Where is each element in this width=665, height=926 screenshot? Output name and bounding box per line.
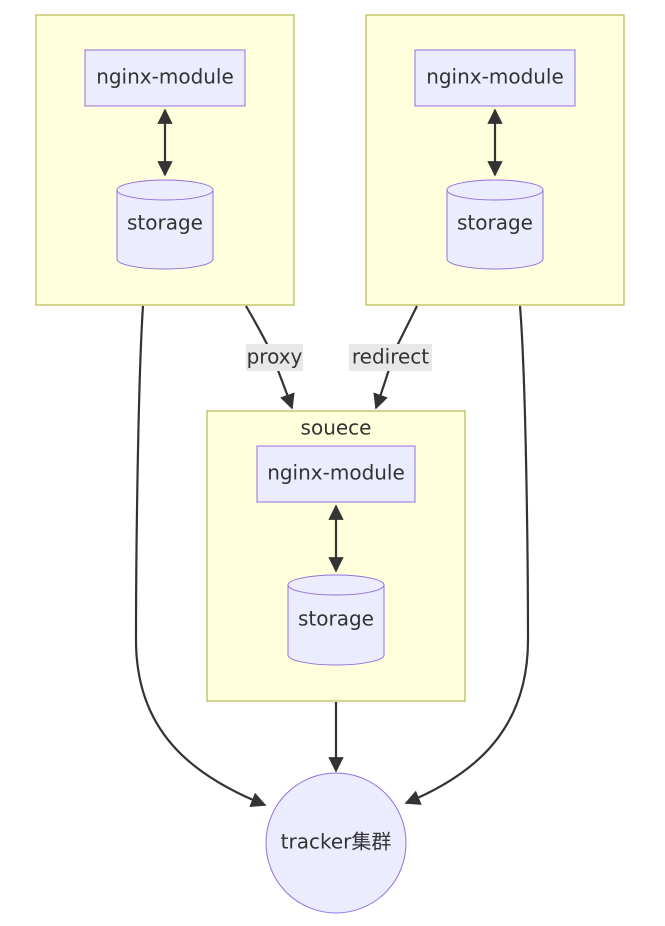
nginx-module-label: nginx-module	[267, 461, 405, 485]
left-to-tracker-edge	[134, 305, 267, 807]
nginx-module-label: nginx-module	[96, 65, 234, 89]
proxy-label: proxy	[246, 344, 303, 371]
storage-node-right: storage	[446, 179, 544, 270]
cluster-title: souece	[301, 416, 372, 440]
right-to-tracker-edge	[404, 305, 530, 805]
storage-label: storage	[298, 607, 374, 631]
redirect-label-text: redirect	[352, 345, 429, 369]
storage-node-souece: storage	[287, 574, 385, 666]
nginx-module-node-left: nginx-module	[84, 49, 246, 107]
cluster-left: nginx-module storage	[35, 14, 295, 306]
tracker-label: tracker集群	[281, 830, 392, 854]
storage-node-left: storage	[116, 179, 214, 270]
nginx-module-node-souece: nginx-module	[256, 445, 416, 503]
proxy-label-text: proxy	[247, 345, 303, 369]
storage-label: storage	[457, 211, 533, 235]
nginx-module-node-right: nginx-module	[414, 49, 576, 107]
cluster-souece: souece nginx-module storage	[206, 410, 466, 702]
cluster-right: nginx-module storage	[365, 14, 625, 306]
nginx-module-label: nginx-module	[426, 65, 564, 89]
tracker-node: tracker集群	[265, 772, 407, 914]
redirect-label: redirect	[349, 344, 432, 371]
storage-label: storage	[127, 211, 203, 235]
